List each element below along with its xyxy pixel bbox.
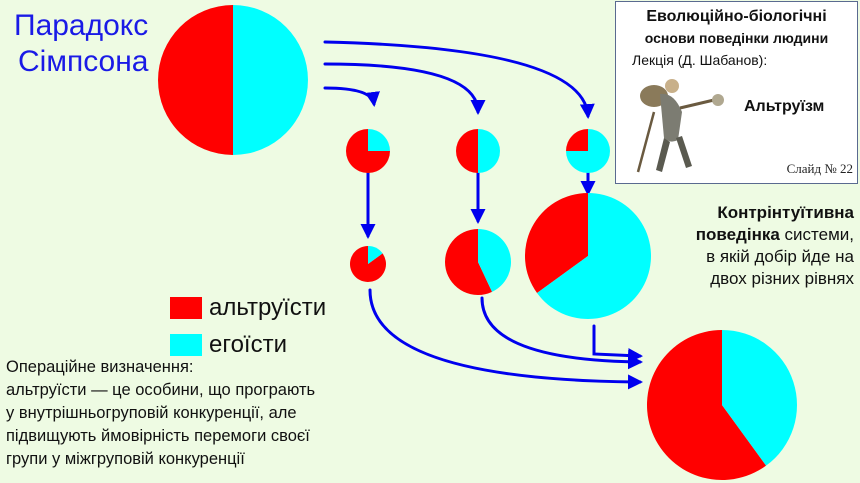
course-title-line-1: Еволюційно-біологічні <box>646 8 827 25</box>
pie-group-2-final-altruist-slice <box>445 229 493 295</box>
pie-group-2-final-egoist-slice <box>478 229 511 292</box>
pie-group-2-initial <box>456 129 500 173</box>
pie-total-end-altruist-slice <box>647 330 767 481</box>
arrow-start-to-group-2 <box>323 62 486 115</box>
note-text-4: двох різних рівнях <box>710 269 854 288</box>
pie-group-1-initial <box>346 129 390 173</box>
pie-group-1-final <box>350 246 386 282</box>
arrow-group-2-to-end <box>480 296 643 370</box>
pie-group-3-final-egoist-slice <box>537 193 651 320</box>
page-title: Парадокс Сімпсона <box>14 8 148 80</box>
pie-total-end-egoist-slice <box>722 330 798 466</box>
pie-total-end <box>647 330 798 481</box>
definition-line-4: підвищують ймовірність перемоги своєї <box>6 427 310 445</box>
lecture-topic: Альтруїзм <box>744 98 825 115</box>
lecture-author: Лекція (Д. Шабанов): <box>632 52 768 68</box>
pie-group-2-initial-altruist-slice <box>456 129 478 173</box>
title-line-2: Сімпсона <box>18 45 149 78</box>
pie-group-3-final-altruist-slice <box>525 193 588 294</box>
note-bold-2: поведінка <box>695 225 780 244</box>
note-text-3: в якій добір йде на <box>706 247 854 266</box>
operational-definition: Операційне визначення: альтруїсти — це о… <box>6 356 386 471</box>
pie-group-3-final <box>525 193 651 320</box>
legend-swatch-altruists <box>170 297 202 319</box>
wanderer-illustration <box>636 79 724 173</box>
course-title-line-2: основи поведінки людини <box>644 30 829 46</box>
title-line-1: Парадокс <box>14 9 149 42</box>
definition-line-2: альтруїсти — це особини, що програють <box>6 381 316 399</box>
pie-total-start-egoist-slice <box>233 5 308 155</box>
pie-group-2-final <box>445 229 511 295</box>
pie-total-start-altruist-slice <box>158 5 233 155</box>
legend-swatch-egoists <box>170 334 202 356</box>
legend-label-egoists: егоїсти <box>209 331 287 358</box>
counterintuitive-note: Контрінтуїтивна поведінка системи, в які… <box>614 202 854 290</box>
pie-group-1-final-egoist-slice <box>368 246 383 264</box>
note-text-2: системи, <box>779 225 854 244</box>
arrow-start-to-group-1 <box>323 86 380 107</box>
lecture-info-box: Еволюційно-біологічні основи поведінки л… <box>615 1 858 184</box>
legend-altruists: альтруїсти <box>170 294 326 322</box>
pie-group-3-initial-altruist-slice <box>566 129 588 151</box>
definition-line-1: Операційне визначення: <box>6 358 194 376</box>
definition-line-5: групи у міжгруповій конкуренції <box>6 450 245 468</box>
legend-egoists: егоїсти <box>170 331 287 359</box>
pie-group-3-initial-egoist-slice <box>566 129 610 173</box>
pie-group-3-initial <box>566 129 610 173</box>
arrow-group-1-to-end <box>368 288 643 390</box>
pie-total-start <box>158 5 308 155</box>
note-bold-1: Контрінтуїтивна <box>717 203 854 222</box>
definition-line-3: у внутрішньогруповій конкуренції, але <box>6 404 297 422</box>
arrow-start-to-group-3 <box>323 40 595 119</box>
pie-group-1-initial-egoist-slice <box>368 129 390 151</box>
legend-label-altruists: альтруїсти <box>209 294 327 321</box>
arrow-group-3-to-end <box>592 324 643 363</box>
pie-group-2-initial-egoist-slice <box>478 129 500 173</box>
slide-number: Слайд № 22 <box>786 161 853 176</box>
